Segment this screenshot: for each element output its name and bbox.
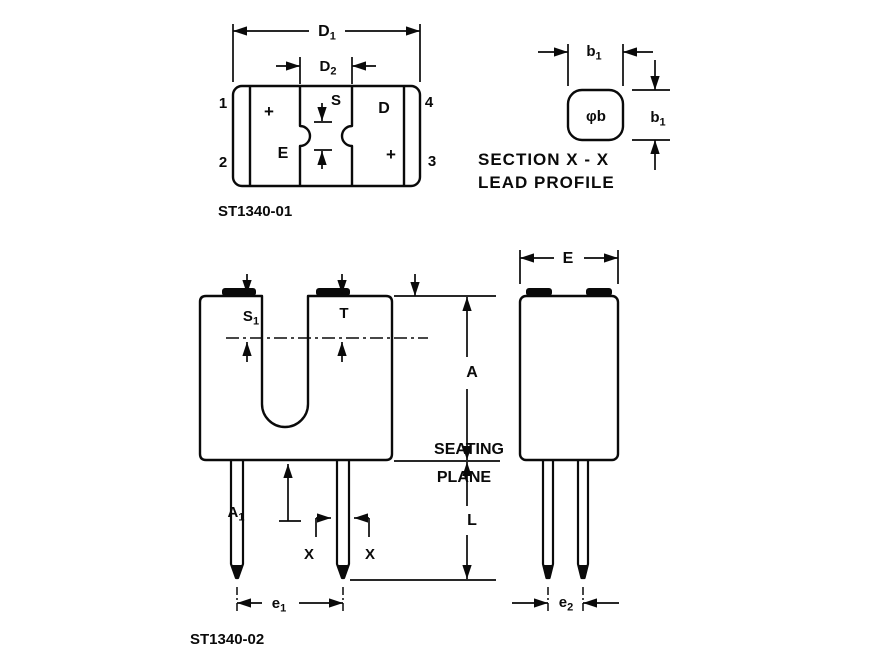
right-lead bbox=[576, 460, 590, 580]
label-sub: 2 bbox=[567, 602, 573, 614]
package-internal-lines bbox=[248, 85, 406, 187]
dim-a1-label: A1 bbox=[228, 504, 245, 524]
label-base: e bbox=[559, 594, 567, 611]
seating-plane-label-line2: PLANE bbox=[437, 469, 492, 486]
section-mark-x-right: X bbox=[365, 546, 375, 563]
lead-centerlines bbox=[547, 587, 584, 614]
pin-number-2: 2 bbox=[219, 154, 227, 171]
dim-e-label: E bbox=[563, 250, 574, 267]
pin-number-3: 3 bbox=[428, 153, 436, 170]
top-tab-left bbox=[526, 288, 552, 296]
package-body-outline bbox=[198, 294, 394, 462]
dim-s1-label: S1 bbox=[243, 308, 259, 328]
label-base: D bbox=[320, 58, 331, 75]
top-tab-left bbox=[222, 288, 256, 296]
right-lead-tip bbox=[578, 565, 588, 578]
label-base: b bbox=[650, 109, 659, 126]
dim-b1-width-label: b1 bbox=[586, 43, 601, 63]
plus-mark-right: + bbox=[386, 145, 396, 164]
label-sub: 2 bbox=[330, 66, 336, 78]
side-view: E e2 bbox=[512, 250, 620, 614]
left-lead bbox=[541, 460, 555, 580]
left-lead-tip bbox=[231, 565, 243, 578]
section-title-line2: LEAD PROFILE bbox=[478, 173, 615, 192]
label-base: S bbox=[243, 308, 253, 325]
left-lead bbox=[229, 460, 245, 580]
label-e: E bbox=[278, 145, 289, 162]
top-view: D1 D2 S 1 2 4 3 + + E D ST1340-01 bbox=[218, 23, 436, 220]
package-body-outline bbox=[518, 294, 620, 462]
dim-s-label: S bbox=[331, 92, 341, 109]
label-base: A bbox=[228, 504, 239, 521]
section-x-x-view: b1 b1 φb SECTION X - X LEAD PROFILE bbox=[478, 43, 670, 192]
right-lead-tip bbox=[337, 565, 349, 578]
top-tab-right bbox=[316, 288, 350, 296]
left-lead-tip bbox=[543, 565, 553, 578]
package-body-outline bbox=[231, 84, 422, 188]
label-sub: 1 bbox=[280, 603, 286, 615]
dim-b1-height-label: b1 bbox=[650, 109, 665, 129]
section-title-line1: SECTION X - X bbox=[478, 150, 609, 169]
label-base: b bbox=[586, 43, 595, 60]
dim-e1-label: e1 bbox=[272, 595, 286, 615]
extension-lines bbox=[567, 44, 670, 141]
lead-centerlines bbox=[236, 587, 344, 614]
dim-t-label: T bbox=[339, 305, 348, 322]
dim-l-label: L bbox=[467, 512, 477, 529]
extension-lines bbox=[279, 295, 500, 581]
label-sub: 1 bbox=[596, 51, 602, 63]
top-tab-right bbox=[586, 288, 612, 296]
right-lead bbox=[335, 460, 351, 580]
label-base: e bbox=[272, 595, 280, 612]
dim-a-label: A bbox=[466, 364, 478, 381]
label-sub: 1 bbox=[253, 316, 259, 328]
front-view: S1 T A SEATING PLANE L A1 X X e1 ST1340-… bbox=[190, 274, 504, 648]
dim-d1-label: D1 bbox=[318, 23, 336, 43]
pin-number-4: 4 bbox=[425, 94, 434, 111]
dim-e2-label: e2 bbox=[559, 594, 573, 614]
label-sub: 1 bbox=[330, 31, 336, 43]
figure-id-st1340-01: ST1340-01 bbox=[218, 203, 292, 220]
label-sub: 1 bbox=[238, 512, 244, 524]
figure-id-st1340-02: ST1340-02 bbox=[190, 631, 264, 648]
label-d: D bbox=[378, 100, 390, 117]
plus-mark-left: + bbox=[264, 102, 274, 121]
phi-b-label: φb bbox=[586, 108, 606, 125]
label-base: D bbox=[318, 23, 330, 40]
dim-d2-label: D2 bbox=[320, 58, 337, 78]
pin-number-1: 1 bbox=[219, 95, 227, 112]
lead-cross-section-outline bbox=[566, 88, 625, 142]
seating-plane-label-line1: SEATING bbox=[434, 441, 504, 458]
label-sub: 1 bbox=[660, 117, 666, 129]
section-mark-x-left: X bbox=[304, 546, 314, 563]
